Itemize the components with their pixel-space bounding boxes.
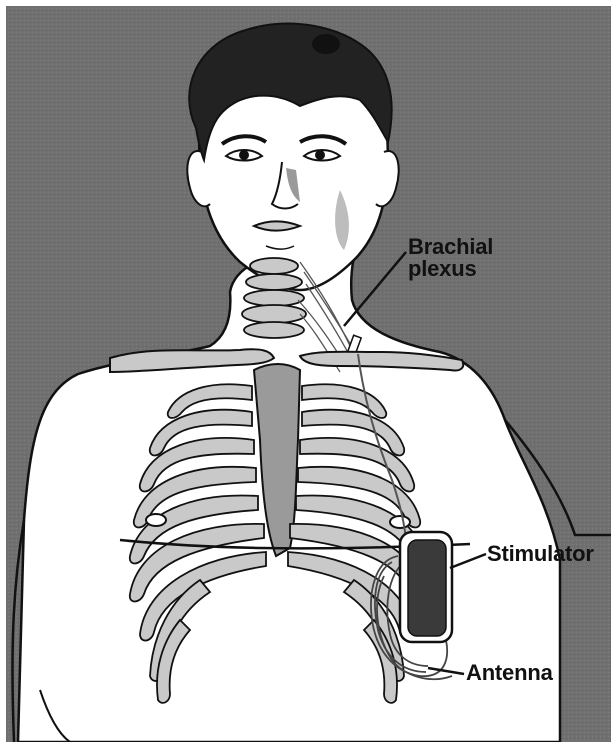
brachial-plexus-label: Brachial plexus xyxy=(408,236,493,280)
brachial-label-line1: Brachial xyxy=(408,236,493,258)
cervical-spine xyxy=(242,258,306,338)
antenna-label: Antenna xyxy=(466,662,553,684)
stimulator-body xyxy=(408,540,446,636)
right-pupil xyxy=(315,150,325,160)
left-pupil xyxy=(239,150,249,160)
right-nipple xyxy=(390,516,410,528)
brachial-label-line2: plexus xyxy=(408,258,493,280)
stimulator-label: Stimulator xyxy=(487,543,594,565)
hair-highlight xyxy=(312,34,340,54)
mouth xyxy=(254,222,300,231)
left-nipple xyxy=(146,514,166,526)
